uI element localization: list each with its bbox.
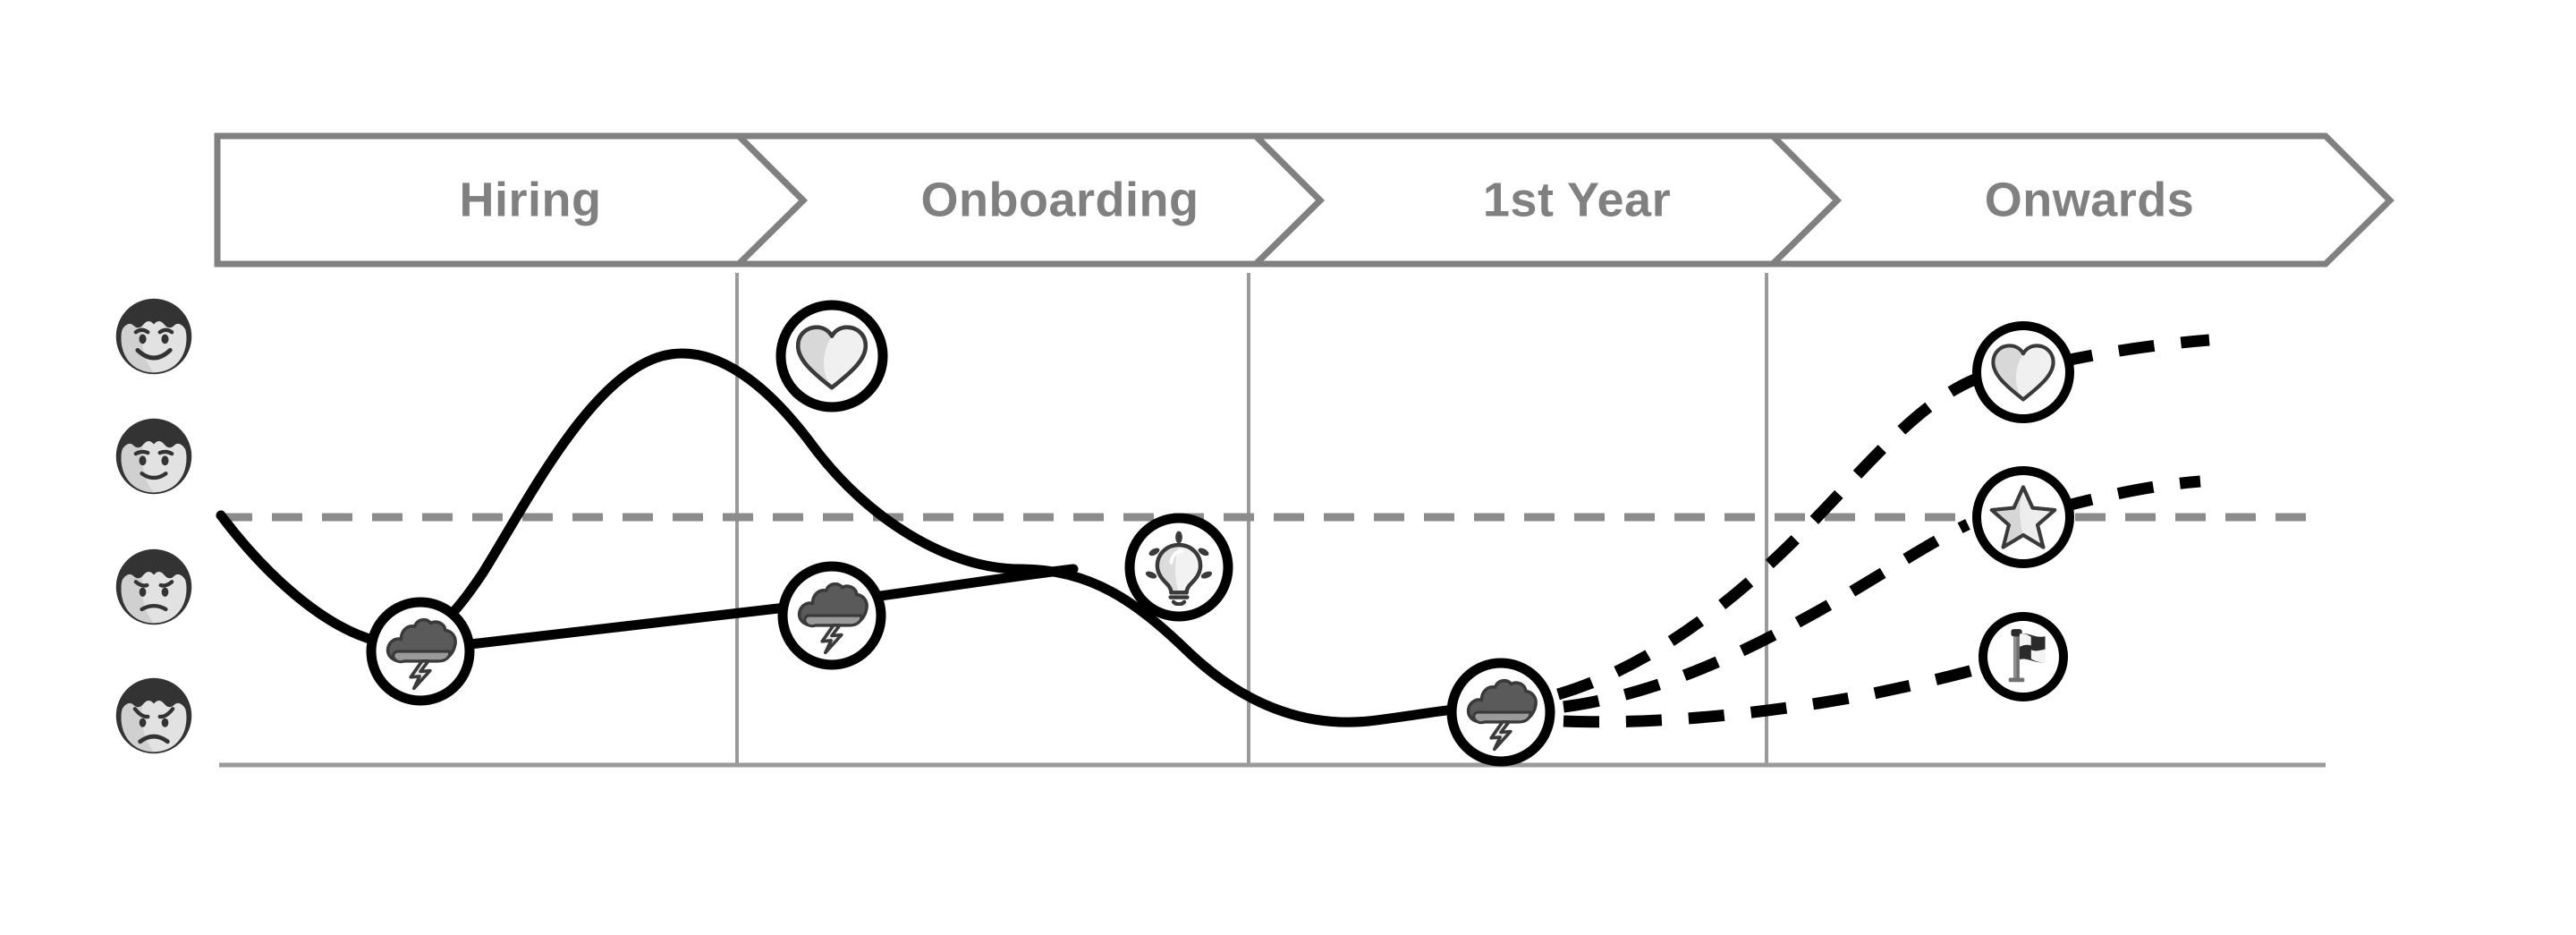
face-sad-icon <box>116 678 191 753</box>
marker-hiring-storm[interactable] <box>366 597 475 706</box>
marker-onwards-flag[interactable] <box>1979 612 2068 701</box>
journey-path-future-thriving-tail <box>2055 334 2210 369</box>
phase-banner: Hiring Onboarding 1st Year Onwards <box>214 132 2394 268</box>
marker-onwards-heart[interactable] <box>1972 321 2074 423</box>
mood-scale-axis <box>116 299 191 753</box>
mood-very-happy <box>116 299 191 374</box>
journey-path-future-exit <box>1563 663 1979 728</box>
phase-chevron-onwards[interactable]: Onwards <box>1765 132 2394 268</box>
phase-label-first-year: 1st Year <box>1483 173 1671 226</box>
marker-onboarding-storm[interactable] <box>777 561 886 670</box>
face-very-happy-icon <box>116 299 191 374</box>
journey-path-future-steady <box>1563 519 1970 713</box>
journey-path-secondary <box>419 564 1079 655</box>
mood-sad <box>116 678 191 753</box>
phase-label-onboarding: Onboarding <box>921 173 1199 226</box>
phase-label-onwards: Onwards <box>1985 173 2195 226</box>
mood-happy <box>116 419 191 494</box>
face-unhappy-icon <box>116 549 191 625</box>
journey-path-future-steady-tail <box>2055 475 2201 514</box>
journey-path-future-thriving <box>1556 373 1978 701</box>
marker-onboarding-lightbulb[interactable] <box>1124 513 1233 622</box>
mood-unhappy <box>116 549 191 625</box>
phase-banner-background <box>217 136 2390 264</box>
phase-label-hiring: Hiring <box>460 173 602 226</box>
marker-onboarding-heart[interactable] <box>775 300 888 412</box>
marker-onwards-star[interactable] <box>1972 466 2074 568</box>
face-happy-icon <box>116 419 191 494</box>
journey-markers <box>366 300 2074 767</box>
marker-first-year-storm[interactable] <box>1446 658 1555 767</box>
